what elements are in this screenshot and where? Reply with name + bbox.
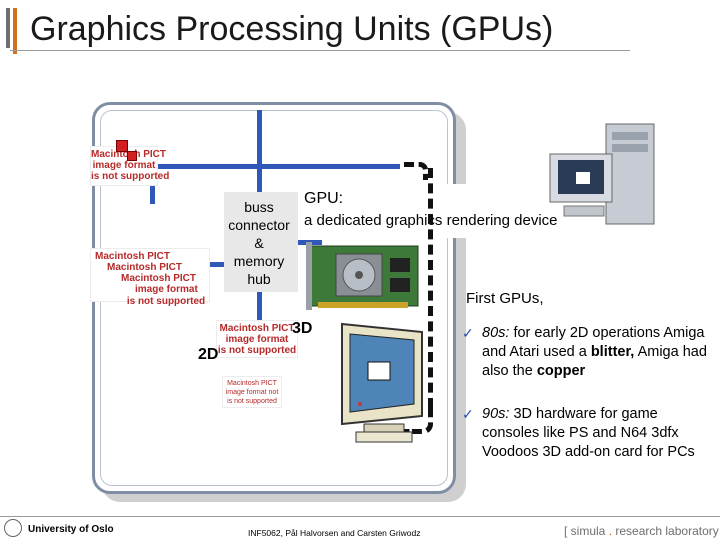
placeholder-line: Macintosh PICT [107, 262, 183, 273]
lab-suffix: research laboratory ] [612, 524, 720, 538]
crt-monitor-icon [341, 322, 423, 443]
slide-title: Graphics Processing Units (GPUs) [30, 10, 554, 48]
bullet-strong: copper [536, 363, 586, 379]
lab-prefix: [ simula [564, 524, 606, 538]
label-3d: 3D [292, 320, 313, 337]
lab-dot: . [608, 524, 613, 538]
placeholder-line: Macintosh PICT [219, 323, 295, 334]
bus-line-top [150, 164, 400, 169]
bullet-text: 3D hardware for game consoles like PS an… [482, 406, 695, 460]
placeholder-line: is not supported [91, 171, 170, 182]
bullet-80s: ✓ 80s: for early 2D operations Amiga and… [462, 324, 720, 384]
bullet-90s-text: 90s: 3D hardware for game consoles like … [482, 405, 717, 462]
bullet-strong: blitter, [590, 344, 635, 360]
placeholder-line: image format [225, 334, 289, 345]
gpu-card-icon [306, 242, 419, 310]
bullet-era: 90s: [482, 406, 510, 422]
bus-line-hub-up [257, 110, 262, 198]
hub-label-line: connector [228, 217, 290, 233]
placeholder-line: is not supported [227, 398, 277, 405]
computer-tower-icon [549, 123, 655, 225]
cpu-chip-icon [116, 140, 128, 152]
pict-placeholder-memory-stack: Macintosh PICT Macintosh PICT Macintosh … [90, 248, 210, 302]
check-icon: ✓ [462, 325, 474, 341]
cable-bottom-curve [404, 404, 433, 434]
placeholder-line: Macintosh PICT [95, 251, 171, 262]
bullet-era: 80s: [482, 325, 510, 341]
gpu-title: GPU: [304, 190, 344, 207]
title-accent-bar-grey [6, 8, 10, 48]
pict-placeholder-memory-last: is not supported [126, 296, 206, 307]
placeholder-line: is not supported [217, 345, 297, 356]
title-underline [10, 50, 630, 51]
bus-line-memory [206, 262, 230, 267]
hub-label-line: & [254, 235, 264, 251]
footer-authors: INF5062, Pål Halvorsen and Carsten Griwo… [248, 528, 421, 538]
label-2d: 2D [198, 346, 219, 363]
cpu-chip-icon [127, 151, 137, 161]
bullet-80s-text: 80s: for early 2D operations Amiga and A… [482, 324, 717, 381]
hub-box [224, 192, 298, 292]
bullet-text: for early 2D operations Amiga and Atari … [482, 325, 705, 360]
bus-line-hub-down [257, 290, 262, 330]
placeholder-line: image format not [225, 389, 279, 396]
hub-label-line: hub [247, 271, 271, 287]
title-accent-bar-orange [13, 8, 17, 54]
hub-label-line: buss [244, 199, 274, 215]
gpu-label-box [298, 184, 572, 238]
notes-heading: First GPUs, [466, 290, 544, 307]
footer-rule [0, 516, 720, 517]
placeholder-line: image format [92, 160, 156, 171]
cable-vertical [428, 168, 433, 408]
placeholder-line: Macintosh PICT [121, 273, 197, 284]
check-icon: ✓ [462, 406, 474, 422]
footer-institution: University of Oslo [28, 524, 114, 535]
pict-placeholder-cpu: Macintosh PICT image format is not suppo… [90, 146, 170, 186]
hub-label-line: memory [233, 253, 285, 269]
pict-placeholder-3d: Macintosh PICT image format is not suppo… [216, 320, 298, 358]
placeholder-line: Macintosh PICT [227, 380, 277, 387]
bullet-90s: ✓ 90s: 3D hardware for game consoles lik… [462, 405, 720, 485]
hub-label: buss connector & memory hub [224, 198, 294, 288]
footer-lab-logo: [ simula . research laboratory ] [564, 524, 720, 538]
university-seal-icon [4, 519, 22, 537]
cable-top-curve [404, 162, 428, 180]
pict-placeholder-2d: Macintosh PICT image format not is not s… [222, 376, 282, 408]
placeholder-line: image format [135, 284, 198, 295]
bullet-text: Amiga had also the [482, 344, 707, 379]
